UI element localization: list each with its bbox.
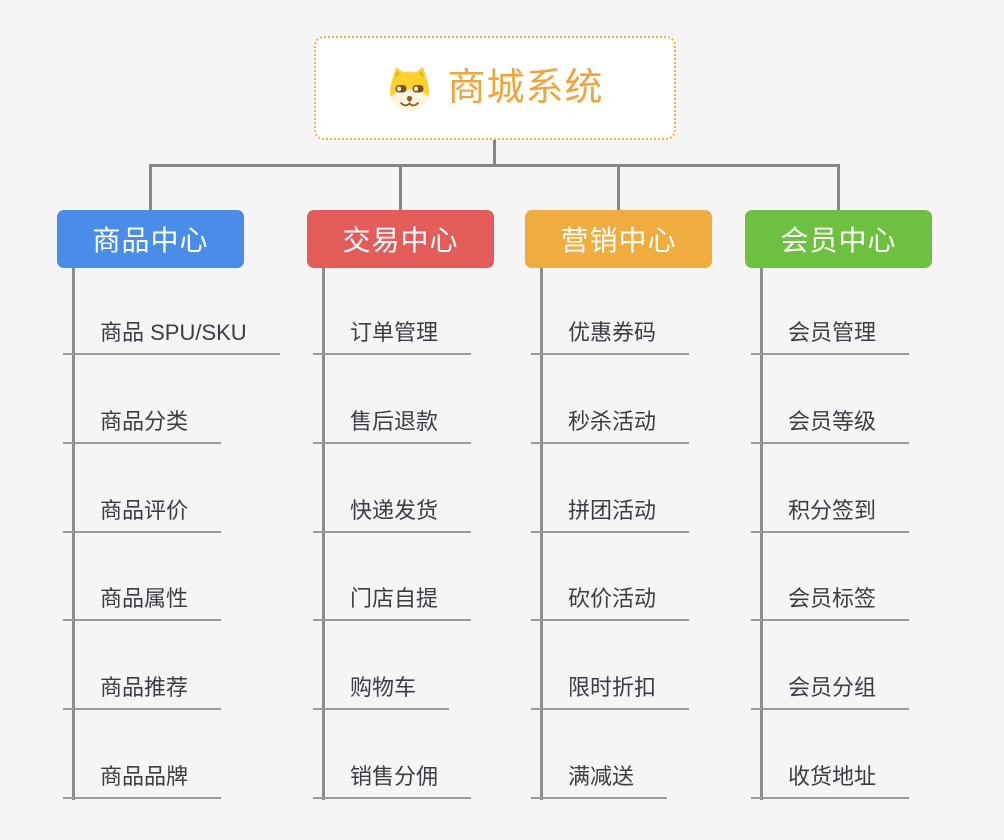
- leaf-trunk: [321, 268, 325, 800]
- center-node-1[interactable]: 商品中心: [57, 210, 244, 268]
- leaf-item[interactable]: 会员分组: [751, 673, 910, 710]
- connector-rail: [149, 164, 839, 167]
- leaf-item[interactable]: 砍价活动: [531, 584, 690, 621]
- leaf-item[interactable]: 优惠券码: [531, 318, 690, 355]
- leaf-item[interactable]: 限时折扣: [531, 673, 690, 710]
- connector-drop: [149, 164, 152, 210]
- center-node-4[interactable]: 会员中心: [745, 210, 932, 268]
- root-node[interactable]: 商城系统: [314, 36, 676, 140]
- center-node-2[interactable]: 交易中心: [307, 210, 494, 268]
- leaf-item[interactable]: 会员等级: [751, 407, 910, 444]
- leaf-item[interactable]: 商品品牌: [63, 762, 222, 799]
- leaf-item[interactable]: 售后退款: [313, 407, 472, 444]
- connector-drop: [617, 164, 620, 210]
- leaf-item[interactable]: 商品属性: [63, 584, 222, 621]
- leaf-item[interactable]: 门店自提: [313, 584, 472, 621]
- leaf-item[interactable]: 会员管理: [751, 318, 910, 355]
- leaf-item[interactable]: 拼团活动: [531, 496, 690, 533]
- leaf-trunk: [539, 268, 543, 800]
- leaf-item[interactable]: 会员标签: [751, 584, 910, 621]
- leaf-item[interactable]: 商品分类: [63, 407, 222, 444]
- root-node-label: 商城系统: [447, 67, 604, 109]
- connector-drop: [399, 164, 402, 210]
- leaf-item[interactable]: 订单管理: [313, 318, 472, 355]
- leaf-item[interactable]: 满减送: [531, 762, 668, 799]
- root-connector-stub: [493, 140, 496, 167]
- leaf-item[interactable]: 收货地址: [751, 762, 910, 799]
- leaf-item[interactable]: 商品推荐: [63, 673, 222, 710]
- leaf-item[interactable]: 购物车: [313, 673, 450, 710]
- leaf-item[interactable]: 秒杀活动: [531, 407, 690, 444]
- center-node-3[interactable]: 营销中心: [525, 210, 712, 268]
- leaf-trunk: [759, 268, 763, 800]
- leaf-item[interactable]: 商品 SPU/SKU: [63, 318, 280, 355]
- leaf-item[interactable]: 积分签到: [751, 496, 910, 533]
- connector-drop: [837, 164, 840, 210]
- dog-face-icon: [386, 66, 433, 111]
- leaf-item[interactable]: 快递发货: [313, 496, 472, 533]
- leaf-item[interactable]: 商品评价: [63, 496, 222, 533]
- leaf-item[interactable]: 销售分佣: [313, 762, 472, 799]
- leaf-trunk: [71, 268, 75, 800]
